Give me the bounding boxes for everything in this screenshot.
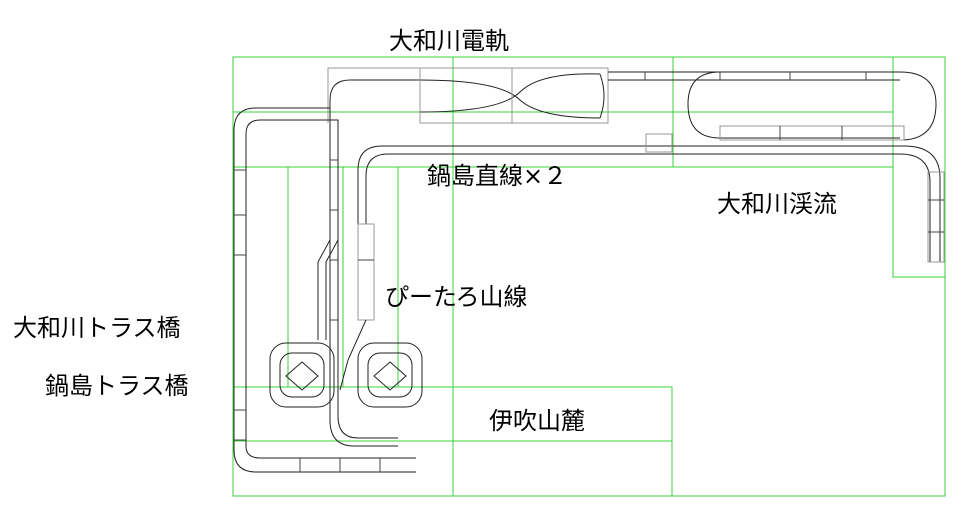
- station-outline: [327, 67, 421, 123]
- crossover-track: [419, 67, 900, 124]
- label-yamato-electric: 大和川電軌: [389, 27, 509, 55]
- valley-loop-track: [687, 71, 937, 141]
- board-right-stub: [892, 56, 946, 278]
- label-nabeshima-straight: 鍋島直線×２: [427, 162, 568, 190]
- label-nabeshima-truss: 鍋島トラス橋: [45, 372, 189, 400]
- helix-loops: [269, 342, 423, 408]
- pitaro-line-track: [339, 223, 375, 391]
- nabeshima-straight-track: [357, 133, 945, 263]
- label-yamato-valley: 大和川渓流: [717, 190, 837, 218]
- outer-loop-track: [233, 107, 416, 473]
- label-pitaro-line: ぴーたろ山線: [385, 283, 528, 311]
- label-ibuki-foot: 伊吹山麓: [489, 407, 585, 435]
- label-yamato-truss: 大和川トラス橋: [13, 314, 181, 342]
- inner-vertical-tracks: [268, 79, 420, 447]
